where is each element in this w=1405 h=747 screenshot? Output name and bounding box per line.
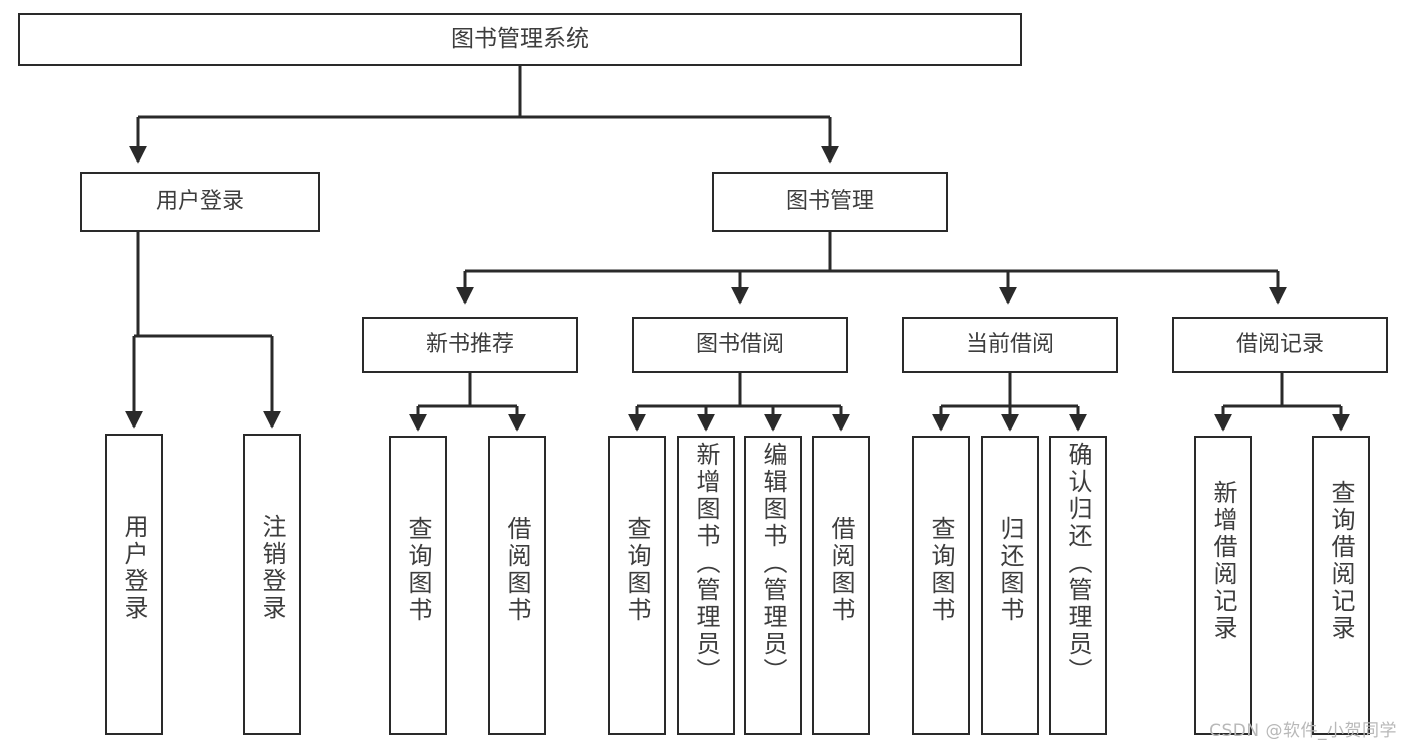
node-label: 归还图书 — [996, 516, 1024, 624]
node-leaf-user-login[interactable]: 用户登录 — [105, 434, 163, 735]
node-root-book-management-system[interactable]: 图书管理系统 — [18, 13, 1022, 66]
node-leaf-add-book[interactable]: 新增图书（管理员） — [677, 436, 735, 735]
node-label: 图书管理 — [785, 189, 874, 215]
node-label: 用户登录 — [155, 189, 244, 215]
node-leaf-add-borrow-record[interactable]: 新增借阅记录 — [1194, 436, 1252, 735]
node-leaf-logout[interactable]: 注销登录 — [243, 434, 301, 735]
node-label: 查询借阅记录 — [1327, 480, 1355, 642]
node-label: 注销登录 — [258, 514, 286, 622]
node-label: 借阅记录 — [1235, 332, 1324, 358]
node-leaf-confirm-return[interactable]: 确认归还（管理员） — [1049, 436, 1107, 735]
node-leaf-return-book[interactable]: 归还图书 — [981, 436, 1039, 735]
node-leaf-query-borrow-record[interactable]: 查询借阅记录 — [1312, 436, 1370, 735]
node-label: 确认归还（管理员） — [1064, 442, 1092, 685]
node-label: 查询图书 — [927, 516, 955, 624]
node-book-manage[interactable]: 图书管理 — [712, 172, 948, 232]
node-label: 查询图书 — [623, 516, 651, 624]
node-label: 查询图书 — [404, 516, 432, 624]
node-label: 新书推荐 — [425, 332, 514, 358]
node-current-borrow[interactable]: 当前借阅 — [902, 317, 1118, 373]
node-label: 借阅图书 — [503, 516, 531, 624]
node-leaf-borrow-book-recommend[interactable]: 借阅图书 — [488, 436, 546, 735]
node-leaf-query-book-recommend[interactable]: 查询图书 — [389, 436, 447, 735]
node-book-borrow[interactable]: 图书借阅 — [632, 317, 848, 373]
node-leaf-query-book-current[interactable]: 查询图书 — [912, 436, 970, 735]
node-label: 用户登录 — [120, 514, 148, 622]
node-label: 当前借阅 — [965, 332, 1054, 358]
node-user-login[interactable]: 用户登录 — [80, 172, 320, 232]
node-leaf-edit-book[interactable]: 编辑图书（管理员） — [744, 436, 802, 735]
node-label: 新增图书（管理员） — [692, 442, 720, 685]
node-label: 编辑图书（管理员） — [759, 442, 787, 685]
node-label: 图书管理系统 — [451, 25, 589, 52]
node-label: 图书借阅 — [695, 332, 784, 358]
node-label: 借阅图书 — [827, 516, 855, 624]
node-leaf-borrow-book[interactable]: 借阅图书 — [812, 436, 870, 735]
node-leaf-query-book-borrow[interactable]: 查询图书 — [608, 436, 666, 735]
node-label: 新增借阅记录 — [1209, 480, 1237, 642]
node-new-book-recommend[interactable]: 新书推荐 — [362, 317, 578, 373]
node-borrow-record[interactable]: 借阅记录 — [1172, 317, 1388, 373]
